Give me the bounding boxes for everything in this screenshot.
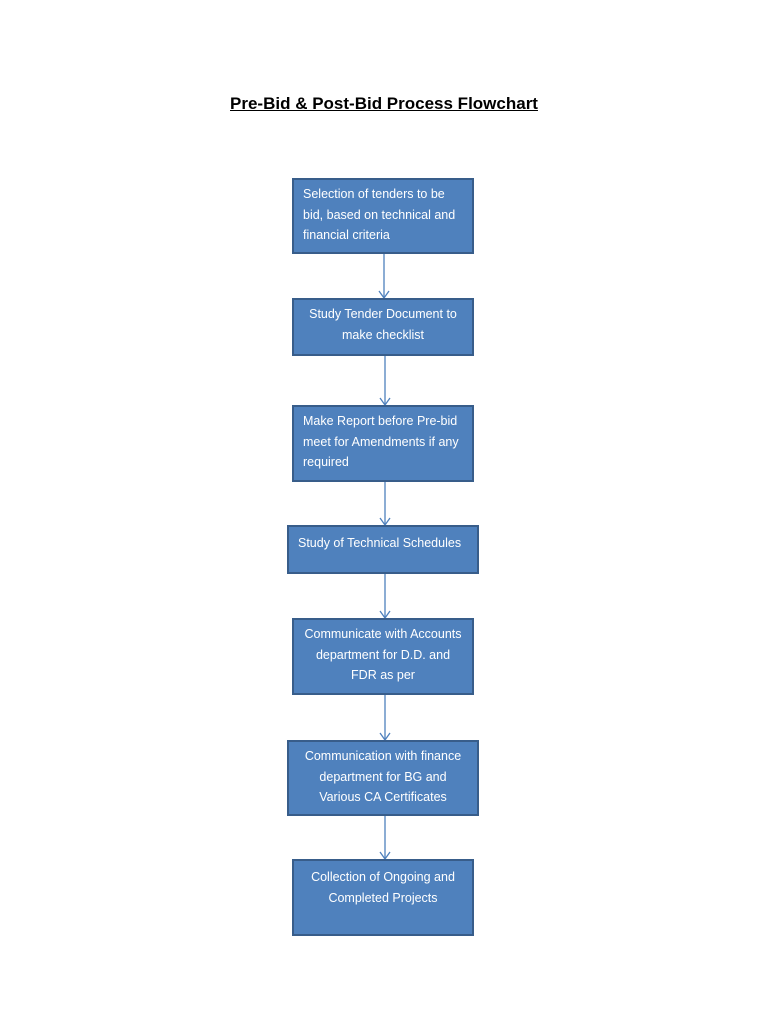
connector-arrow-4 [379,574,391,620]
connector-arrow-6 [379,816,391,861]
step-box-2: Study Tender Document to make checklist [292,298,474,356]
step-text-7: Collection of Ongoing and Completed Proj… [311,870,455,905]
step-box-3: Make Report before Pre-bid meet for Amen… [292,405,474,482]
step-box-1: Selection of tenders to be bid, based on… [292,178,474,254]
connector-arrow-1 [378,254,390,300]
page-title: Pre-Bid & Post-Bid Process Flowchart [230,94,538,113]
connector-arrow-3 [379,482,391,527]
connector-arrow-2 [379,356,391,407]
step-box-7: Collection of Ongoing and Completed Proj… [292,859,474,936]
step-box-6: Communication with finance department fo… [287,740,479,816]
step-box-5: Communicate with Accounts department for… [292,618,474,695]
step-text-1: Selection of tenders to be bid, based on… [303,187,456,242]
step-text-4: Study of Technical Schedules [298,536,462,550]
step-text-3: Make Report before Pre-bid meet for Amen… [303,414,459,469]
step-text-2: Study Tender Document to make checklist [309,307,457,342]
connector-arrow-5 [379,695,391,742]
step-text-6: Communication with finance department fo… [304,749,462,804]
step-text-5: Communicate with Accounts department for… [304,627,462,682]
step-box-4: Study of Technical Schedules [287,525,479,574]
